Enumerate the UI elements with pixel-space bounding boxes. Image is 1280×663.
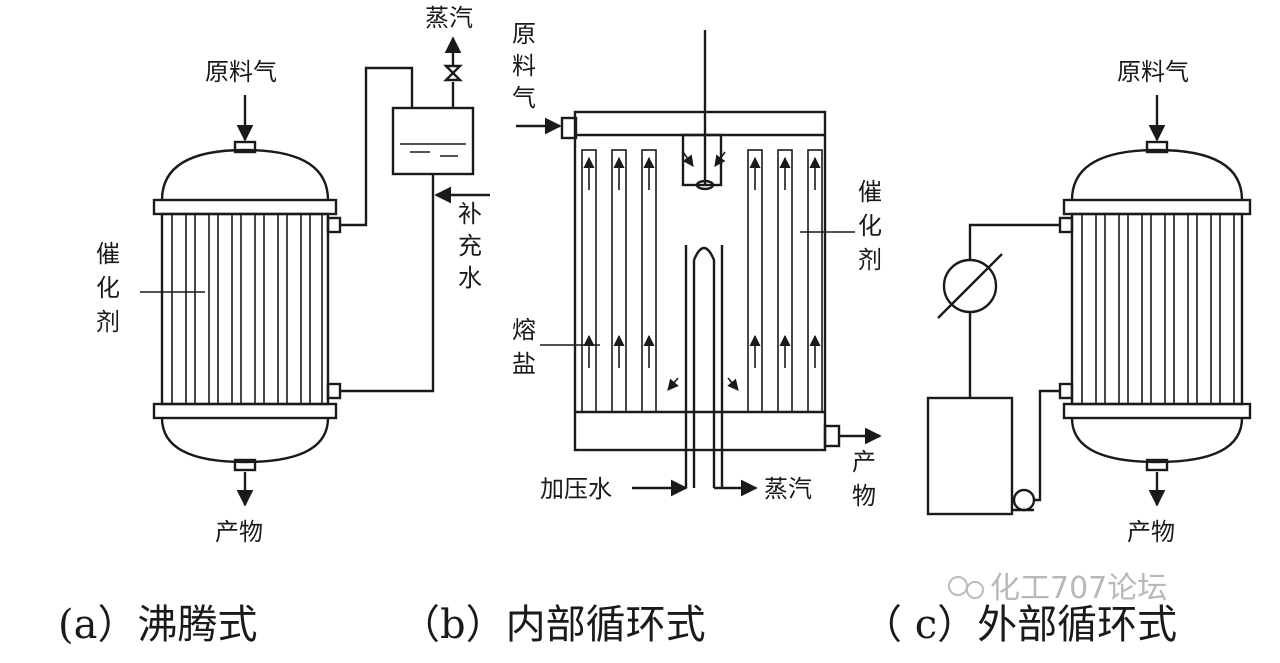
pump-icon [1012,488,1036,512]
label-a-catalyst: 催化剂 [96,240,120,336]
panel-b-internal-reactor: 原料气 催化剂 熔盐 加压水 蒸汽 产物 [512,20,882,510]
reactor-b-flow-arrows [583,151,821,391]
label-b-pressurized-water: 加压水 [540,475,612,503]
label-a-steam: 蒸汽 [425,4,473,32]
reactor-c-top-dome [1070,148,1244,201]
label-a-makeup-water-c3: 水 [458,264,482,292]
steam-valve-icon [443,64,463,82]
label-b-molten-salt: 熔盐 [512,316,536,378]
downcomer-pipe [340,174,435,393]
caption-a: (a）沸腾式 [58,602,257,648]
caption-c: （ c）外部循环式 [862,602,1177,648]
reactor-b-catalyst-tubes [581,149,823,413]
label-a-feed-gas: 原料气 [205,58,277,86]
reactor-c-shell [1070,212,1244,406]
label-c-product: 产物 [1127,518,1175,546]
reactor-a-bottom-tubesheet [152,402,338,420]
panel-c-external-reactor: 原料气 产物 [926,58,1252,546]
label-b-catalyst: 催化剂 [858,178,882,274]
steam-drum [391,106,475,176]
watermark: 化工707论坛 [948,571,1167,606]
label-a-makeup-water: 补 充 水 [458,200,490,292]
reactor-a-bottom-dome [160,417,330,464]
reactor-a-inlet-nozzle [233,140,257,154]
salt-tank [926,396,1014,516]
watermark-text: 化工707论坛 [990,571,1167,606]
label-a-makeup-water-c1: 补 [458,200,482,228]
label-a-product: 产物 [215,518,263,546]
reactor-a-catalyst-tubes [171,213,323,405]
reactor-a-top-tubesheet [152,198,338,216]
panel-a-boiling-reactor: 原料气 蒸汽 补 充 水 催化剂 产物 [96,4,490,546]
reactor-a-outlet-nozzle [233,458,257,472]
label-c-feed-gas: 原料气 [1117,58,1189,86]
reactor-a-top-dome [160,148,330,201]
label-b-feed-gas: 原料气 [512,20,536,112]
caption-b: （b）内部循环式 [400,602,706,648]
label-a-makeup-water-c2: 充 [458,232,482,260]
reactor-c-catalyst-tubes [1081,213,1235,405]
reactor-a-shell [160,212,330,406]
reactor-b-vessel [573,110,827,452]
riser-pipe [340,66,414,227]
label-b-steam: 蒸汽 [764,475,812,503]
label-b-product: 产物 [852,448,876,510]
